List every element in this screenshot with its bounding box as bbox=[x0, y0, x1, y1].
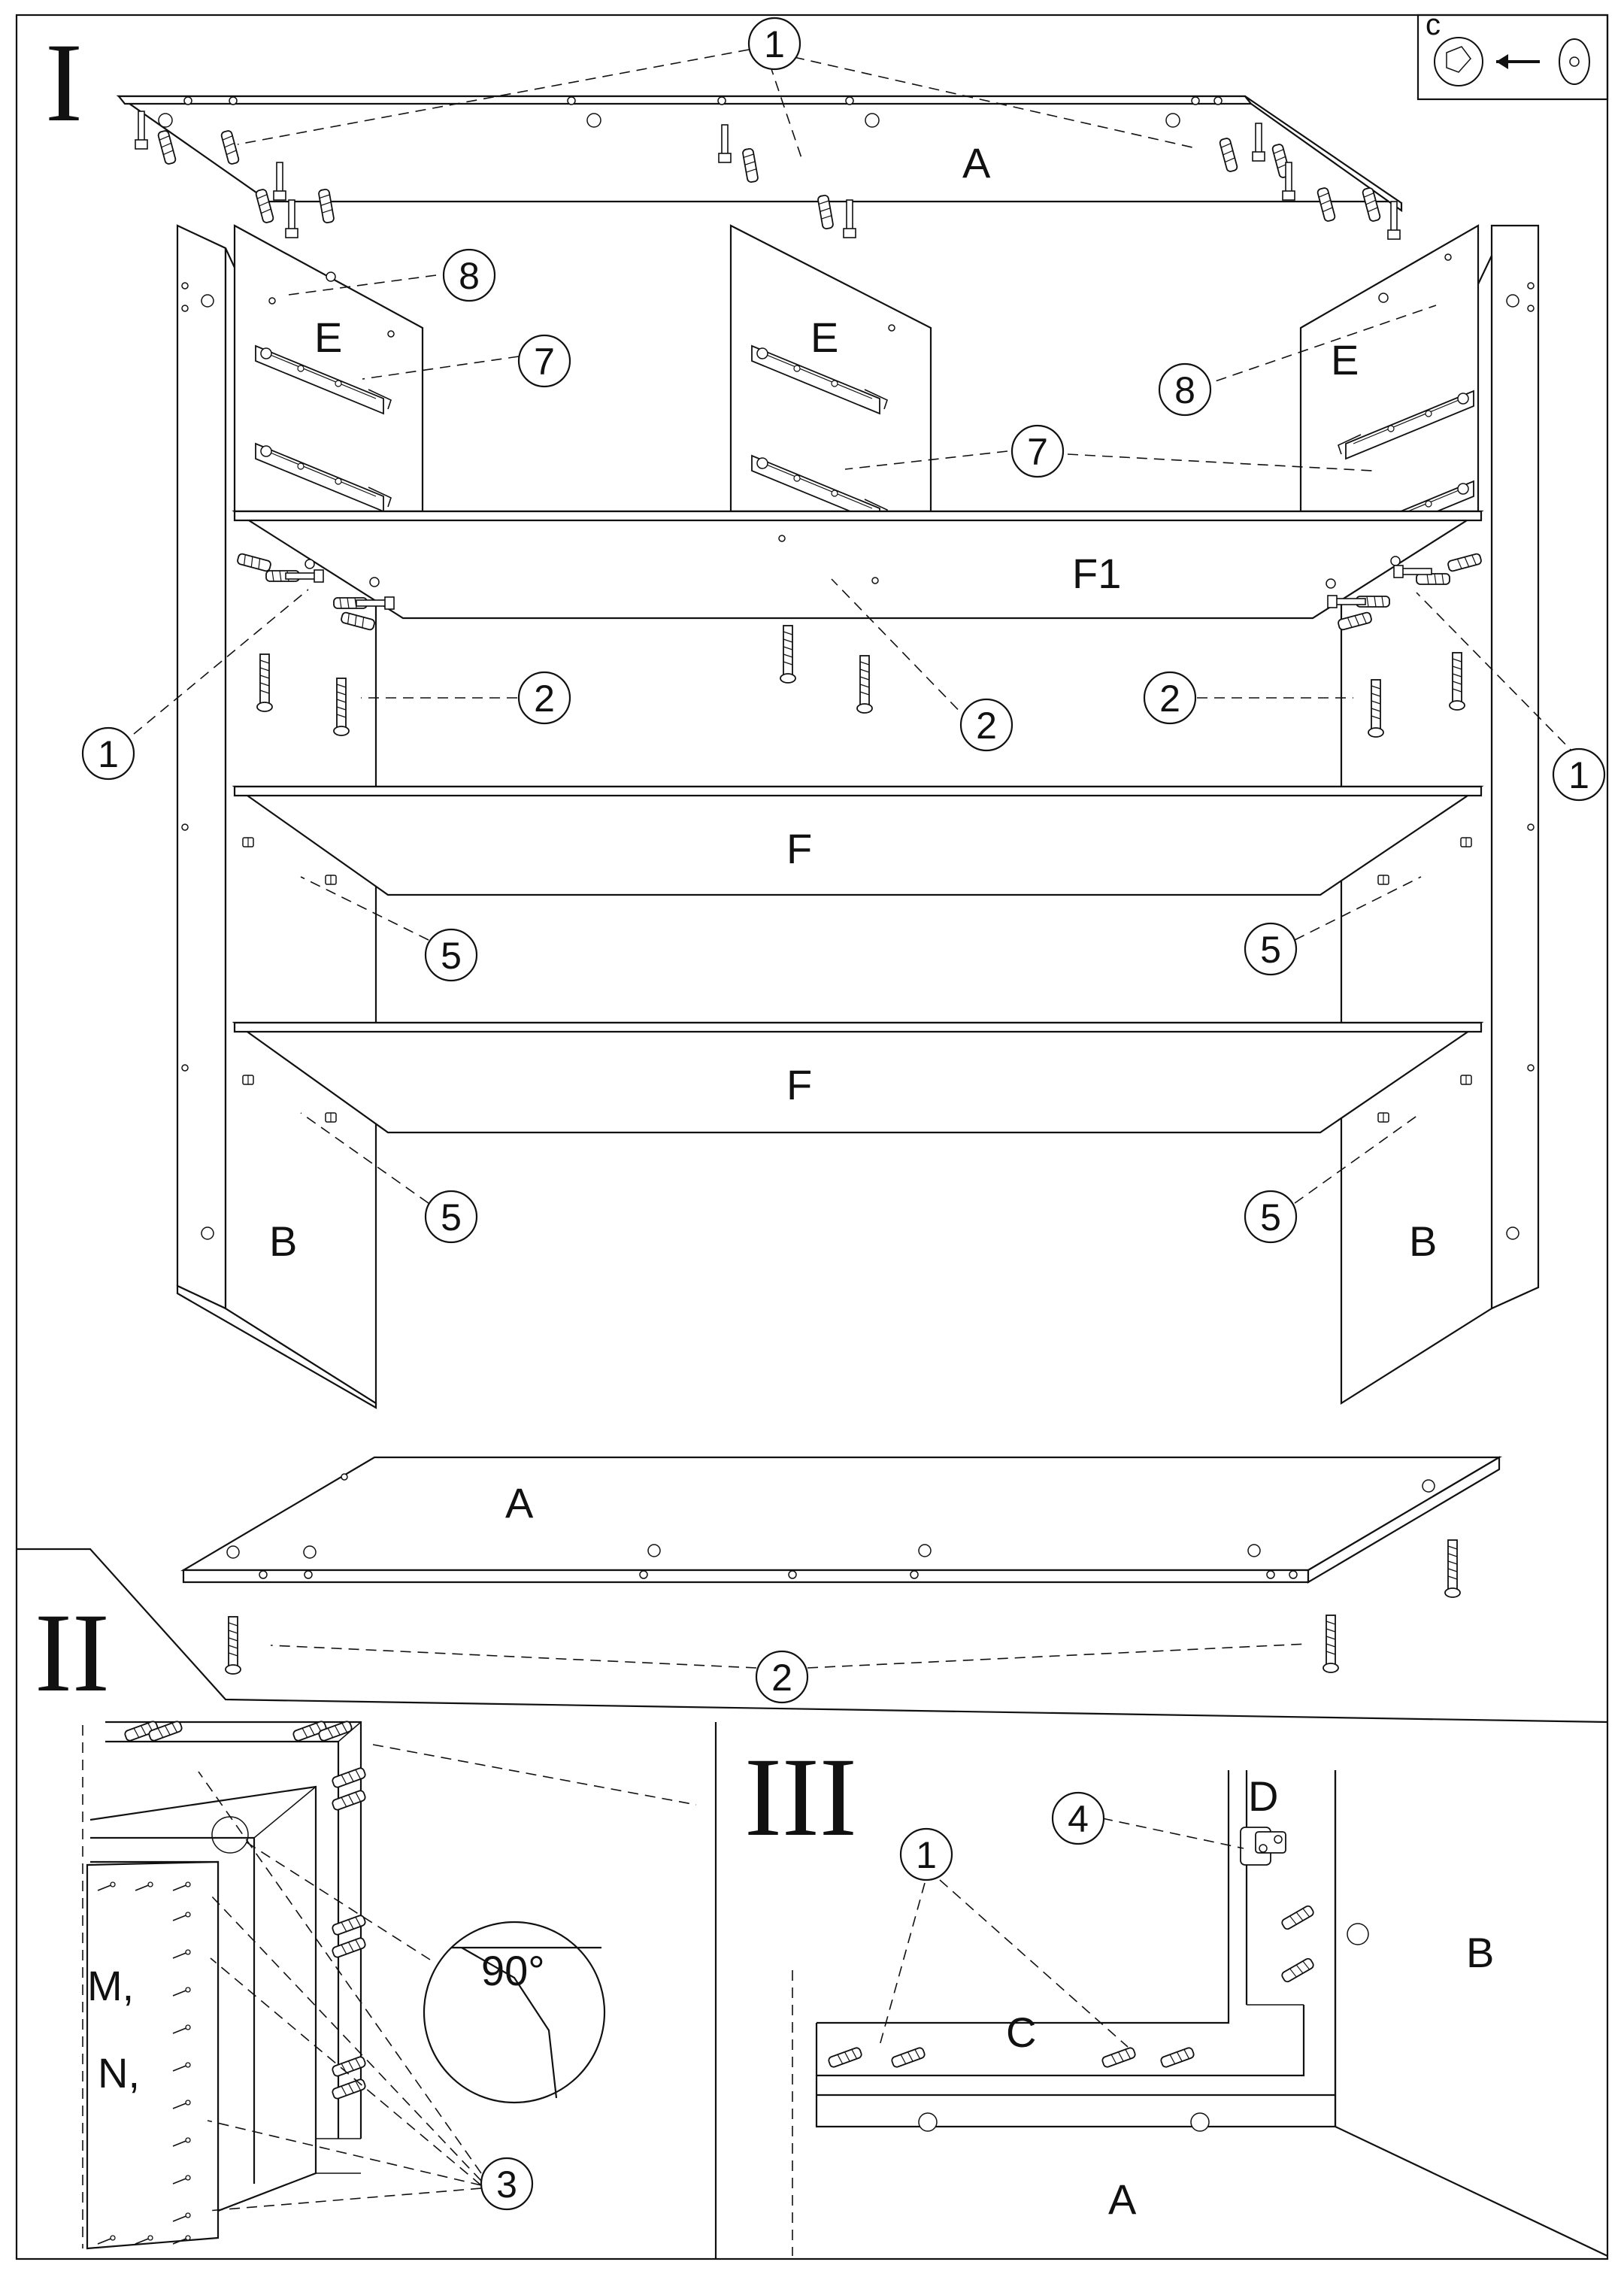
step3-plinth-label: C bbox=[1006, 2009, 1036, 2056]
step3-assembly: D B C A 1 4 bbox=[792, 1770, 1608, 2257]
svg-text:4: 4 bbox=[1068, 1798, 1089, 1840]
step2-assembly: M, N, 90° 3 bbox=[82, 1719, 697, 2250]
callout-1-left: 1 bbox=[81, 726, 135, 781]
shelf-top: F1 bbox=[232, 510, 1484, 620]
inset-box: c bbox=[1416, 8, 1609, 101]
svg-text:3: 3 bbox=[496, 2163, 517, 2206]
callout-5-a: 5 bbox=[424, 928, 478, 982]
shelf-low: F bbox=[232, 1021, 1484, 1134]
callout-4: 4 bbox=[1051, 1791, 1105, 1845]
svg-text:2: 2 bbox=[534, 678, 555, 720]
svg-text:1: 1 bbox=[764, 23, 785, 65]
callout-3: 3 bbox=[480, 2157, 534, 2211]
shelf-top-label: F1 bbox=[1072, 550, 1121, 597]
svg-text:5: 5 bbox=[441, 1196, 462, 1239]
callout-5-d: 5 bbox=[1244, 1190, 1298, 1244]
angle-label: 90° bbox=[481, 1947, 545, 1994]
shelf-mid-label: F bbox=[786, 825, 812, 872]
step3-side-label: B bbox=[1466, 1929, 1494, 1976]
divider-center-label: E bbox=[810, 314, 838, 361]
svg-text:7: 7 bbox=[534, 341, 555, 383]
washer-icon bbox=[1559, 38, 1590, 85]
step-label-3: III bbox=[744, 1735, 857, 1860]
leader-lines-step1 bbox=[133, 49, 1578, 1669]
divider-right: E bbox=[1299, 224, 1480, 550]
callout-1-right: 1 bbox=[1552, 747, 1606, 802]
step3-bottom-label: A bbox=[1108, 2175, 1137, 2223]
svg-text:8: 8 bbox=[459, 255, 480, 297]
back-panel-label-2: N, bbox=[98, 2049, 140, 2097]
callout-1-step3: 1 bbox=[899, 1827, 953, 1881]
svg-text:5: 5 bbox=[1260, 1196, 1281, 1239]
svg-text:5: 5 bbox=[441, 935, 462, 977]
cam-lock-icon bbox=[1434, 37, 1483, 86]
bottom-panel-label: A bbox=[505, 1479, 534, 1527]
shelf-mid: F bbox=[232, 785, 1484, 896]
callout-2-right: 2 bbox=[1143, 671, 1197, 725]
step3-door-label: D bbox=[1248, 1772, 1278, 1820]
callout-5-c: 5 bbox=[424, 1190, 478, 1244]
svg-text:2: 2 bbox=[1159, 678, 1180, 720]
divider-center: E bbox=[729, 224, 932, 524]
inset-label: c bbox=[1426, 8, 1441, 41]
callout-2-center: 2 bbox=[959, 698, 1013, 752]
callout-8-right: 8 bbox=[1158, 362, 1212, 417]
svg-text:5: 5 bbox=[1260, 929, 1281, 971]
svg-text:8: 8 bbox=[1174, 369, 1195, 411]
side-right-label: B bbox=[1409, 1217, 1437, 1265]
page-frame bbox=[15, 14, 1609, 2260]
svg-text:7: 7 bbox=[1027, 431, 1048, 473]
step-label-2: II bbox=[35, 1590, 110, 1715]
callouts-step1: 1 8 7 8 7 1 1 2 2 2 5 5 5 5 2 bbox=[81, 17, 1606, 1704]
bottom-panel: A bbox=[180, 1456, 1503, 1584]
hinge-icon bbox=[1240, 1827, 1286, 1866]
callout-2-bottom: 2 bbox=[755, 1650, 809, 1704]
divider-left-label: E bbox=[314, 314, 342, 361]
svg-text:2: 2 bbox=[976, 705, 997, 747]
callout-7-center: 7 bbox=[1010, 424, 1065, 478]
top-panel-label: A bbox=[962, 139, 991, 186]
svg-text:1: 1 bbox=[916, 1834, 937, 1876]
callout-8-left: 8 bbox=[442, 248, 496, 302]
step-label-1: I bbox=[45, 20, 83, 145]
back-panel-label-1: M, bbox=[87, 1962, 134, 2009]
svg-text:1: 1 bbox=[98, 733, 119, 775]
divider-right-label: E bbox=[1331, 336, 1359, 384]
angle-detail: 90° bbox=[423, 1921, 606, 2104]
side-left-label: B bbox=[269, 1217, 297, 1265]
callout-2-left: 2 bbox=[517, 671, 571, 725]
svg-text:2: 2 bbox=[771, 1657, 792, 1699]
divider-left: E bbox=[233, 224, 424, 513]
svg-text:1: 1 bbox=[1568, 754, 1589, 796]
callout-7-left: 7 bbox=[517, 334, 571, 388]
callout-5-b: 5 bbox=[1244, 922, 1298, 976]
shelf-low-label: F bbox=[786, 1061, 812, 1108]
arrow-left-icon bbox=[1496, 54, 1540, 69]
section-divider-1 bbox=[17, 1548, 1608, 1724]
callout-1-top: 1 bbox=[747, 17, 801, 71]
top-panel: A bbox=[116, 95, 1403, 213]
